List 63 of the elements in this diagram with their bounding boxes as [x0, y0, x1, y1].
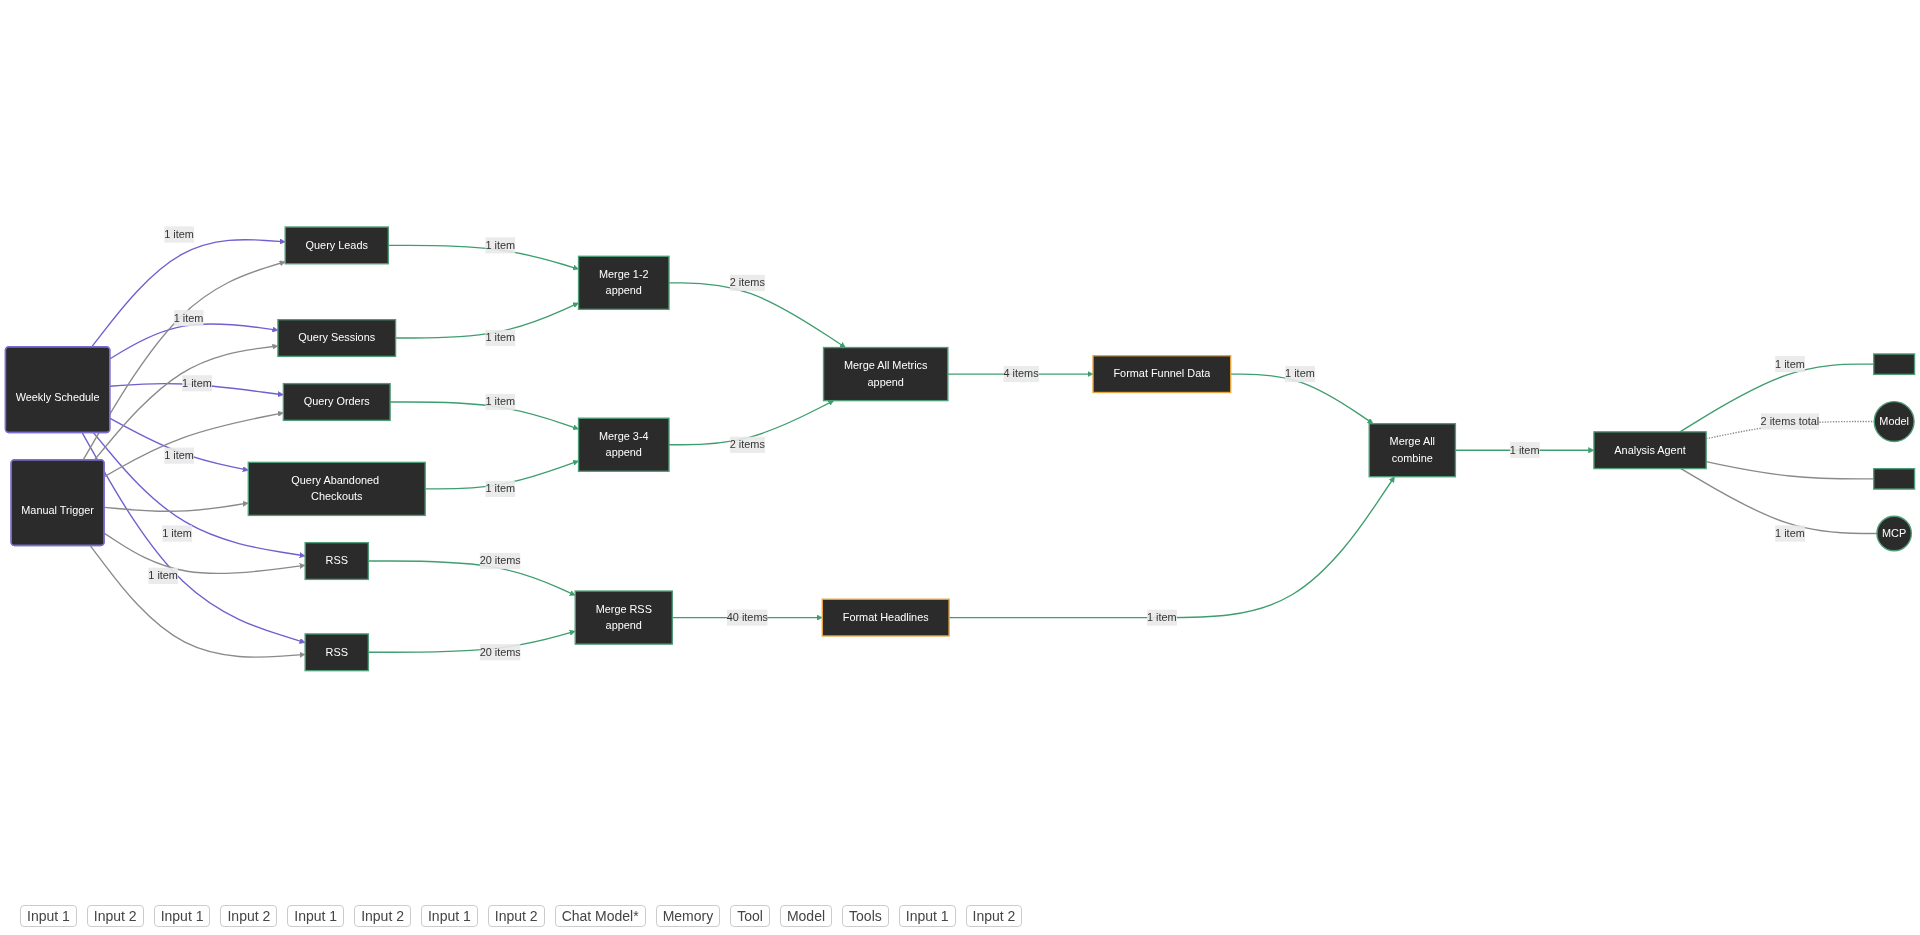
edge-label: 20 items [479, 554, 521, 567]
port-label: Input 2 [965, 905, 1023, 927]
port-label: Input 1 [287, 905, 345, 927]
node-box: Merge RSS append [574, 590, 673, 645]
edge-label: 1 item [1285, 367, 1315, 380]
node-box [1873, 468, 1916, 490]
edge-label: 1 item [1775, 358, 1805, 370]
node-box: Query Leads [284, 226, 389, 265]
port-label: Memory [655, 905, 721, 927]
edge-label: 1 item [485, 239, 516, 251]
edge-label: 1 item [164, 449, 194, 462]
edge-label: 1 item [485, 395, 516, 408]
arrow [668, 282, 846, 348]
node-box: Merge All Metrics append [822, 346, 949, 402]
node-box: Format Funnel Data [1092, 355, 1232, 394]
port-label: Input 1 [898, 905, 956, 927]
port-label: Input 1 [153, 905, 211, 927]
edge-label: 40 items [726, 611, 768, 624]
node-box: RSS [304, 541, 370, 581]
edge-label: 1 item [148, 569, 178, 582]
node-box: Query Orders [282, 382, 391, 422]
edge-label: 1 item [485, 482, 516, 495]
node-box: Format Headlines [821, 598, 950, 637]
edge-label: 2 items [729, 276, 765, 289]
edge-label: 4 items [1003, 367, 1039, 380]
port-label: Tool [730, 905, 770, 927]
edge-label: 1 item [1147, 611, 1177, 624]
edge-label: 1 item [164, 228, 194, 240]
arrow [90, 238, 286, 348]
arrow [89, 545, 306, 658]
edge-label: 20 items [479, 646, 521, 658]
port-label: Input 2 [220, 905, 278, 927]
node-box: Merge 1-2 append [577, 255, 670, 311]
node-box: Merge All combine [1368, 423, 1457, 478]
port-label: Tools [842, 905, 889, 927]
arrow [1230, 373, 1374, 424]
edge-label: 1 item [182, 377, 212, 389]
arrow [81, 432, 306, 644]
node-circle: Model [1873, 400, 1915, 443]
edge-label: 1 item [1775, 527, 1805, 539]
node-box [1873, 353, 1916, 376]
arrow [92, 432, 306, 559]
connector [1680, 467, 1878, 535]
port-label: Input 2 [354, 905, 411, 927]
edge-label: 1 item [162, 527, 192, 539]
arrow [109, 417, 249, 473]
port-label: Input 2 [487, 905, 545, 927]
node-box: RSS [304, 633, 370, 672]
node-box: Query Abandoned Checkouts [247, 461, 426, 517]
edge-label: 2 items total [1760, 415, 1820, 427]
edge-label: 1 item [485, 331, 516, 344]
edge-label: 2 items [729, 438, 765, 451]
node-box: Query Sessions [277, 319, 397, 358]
port-label: Model [779, 905, 833, 927]
port-label: Input 1 [20, 905, 77, 927]
edge-label: 1 item [173, 312, 204, 324]
node-circle: MCP [1876, 515, 1913, 552]
node-box: Analysis Agent [1593, 431, 1707, 470]
port-label: Input 1 [420, 905, 478, 927]
port-label: Input 2 [86, 905, 144, 927]
node-box: Merge 3-4 append [577, 417, 670, 472]
port-label: Chat Model* [554, 905, 646, 927]
edge-label: 1 item [1509, 444, 1540, 456]
